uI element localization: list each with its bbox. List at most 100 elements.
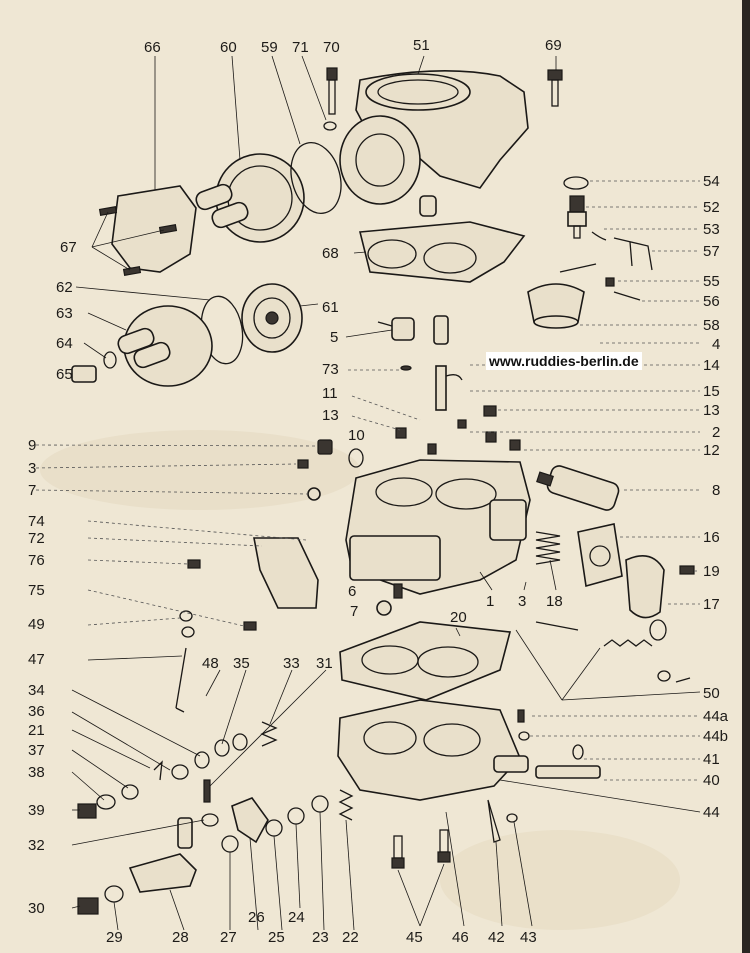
label-22: 22: [342, 929, 359, 946]
label-60: 60: [220, 39, 237, 56]
label-63: 63: [56, 305, 73, 322]
label-56: 56: [703, 293, 720, 310]
label-52: 52: [703, 199, 720, 216]
label-28: 28: [172, 929, 189, 946]
label-54: 54: [703, 173, 720, 190]
part-22-spring: [338, 789, 354, 821]
part-9-plug: [317, 439, 333, 455]
part-75-screws: [187, 559, 257, 631]
label-40: 40: [703, 772, 720, 789]
part-58-choke-cover: [527, 263, 597, 329]
part-68-gasket: [358, 221, 526, 283]
label-55: 55: [703, 273, 720, 290]
label-12: 12: [703, 442, 720, 459]
label-24: 24: [288, 909, 305, 926]
part-52-valve: [567, 195, 587, 239]
label-4: 4: [712, 336, 721, 353]
part-63-diaphragm-cover: [117, 305, 213, 387]
label-23: 23: [312, 929, 329, 946]
label-49: 49: [28, 616, 45, 633]
label-47: 47: [28, 651, 45, 668]
part-28-throttle-lever: [128, 817, 197, 893]
part-51-carburetor-top: [339, 70, 529, 217]
label-7-lower: 7: [350, 603, 359, 620]
label-64: 64: [56, 335, 73, 352]
label-32: 32: [28, 837, 45, 854]
label-3-left: 3: [28, 460, 37, 477]
label-27: 27: [220, 929, 237, 946]
label-9: 9: [28, 437, 37, 454]
label-5: 5: [330, 329, 339, 346]
label-44b: 44b: [703, 728, 729, 745]
part-33-spring: [260, 721, 278, 747]
part-small-screws: [395, 405, 521, 455]
label-13-right: 13: [703, 402, 720, 419]
label-71: 71: [292, 39, 309, 56]
label-57: 57: [703, 243, 720, 260]
label-68: 68: [322, 245, 339, 262]
part-53-clip: [591, 231, 607, 241]
part-20-gasket: [339, 621, 512, 701]
part-7-nut-lower: [376, 600, 392, 616]
part-1-carburetor-body: [345, 459, 531, 595]
part-64-washer: [103, 351, 117, 369]
part-49-washers: [179, 610, 195, 638]
part-18-spring: [535, 531, 561, 565]
part-10-washer: [348, 448, 364, 468]
label-70: 70: [323, 39, 340, 56]
part-14-pump-jet: [435, 365, 463, 411]
label-35: 35: [233, 655, 250, 672]
paper-stain: [40, 430, 680, 930]
label-17: 17: [703, 596, 720, 613]
label-59: 59: [261, 39, 278, 56]
part-19-screw: [679, 565, 695, 575]
part-44a-pin: [517, 709, 525, 723]
label-33: 33: [283, 655, 300, 672]
label-67: 67: [60, 239, 77, 256]
label-73: 73: [322, 361, 339, 378]
part-29-washer: [104, 885, 124, 903]
part-70-bolt: [326, 67, 338, 115]
label-62: 62: [56, 279, 73, 296]
label-53: 53: [703, 221, 720, 238]
label-2: 2: [712, 424, 721, 441]
label-18: 18: [546, 593, 563, 610]
part-washers-left: [77, 733, 329, 853]
part-30-nut: [77, 897, 99, 915]
label-69: 69: [545, 37, 562, 54]
part-66-diaphragm-gasket: [111, 185, 197, 273]
label-11: 11: [322, 385, 338, 402]
label-44a: 44a: [703, 708, 729, 725]
part-4-float-pin: [433, 315, 449, 345]
label-13-left: 13: [322, 407, 339, 424]
label-20: 20: [450, 609, 467, 626]
label-50: 50: [703, 685, 720, 702]
part-6-jet: [393, 583, 403, 599]
part-16-diaphragm: [577, 523, 623, 588]
part-45-screws: [391, 829, 451, 869]
part-43-washer: [506, 813, 518, 823]
part-69-screw: [547, 69, 563, 107]
part-73-ball: [400, 365, 412, 371]
label-29: 29: [106, 929, 123, 946]
part-71-washer: [323, 121, 337, 131]
label-36: 36: [28, 703, 45, 720]
part-54-ring: [563, 176, 589, 190]
label-74: 74: [28, 513, 45, 530]
label-3-lower: 3: [518, 593, 527, 610]
label-25: 25: [268, 929, 285, 946]
label-31: 31: [316, 655, 333, 672]
label-38: 38: [28, 764, 45, 781]
part-65-bolt: [71, 365, 97, 383]
part-7-nut: [307, 487, 321, 501]
label-43: 43: [520, 929, 537, 946]
label-16: 16: [703, 529, 720, 546]
part-42-mixture-screw: [487, 799, 501, 843]
label-37: 37: [28, 742, 45, 759]
label-51: 51: [413, 37, 430, 54]
part-60-diaphragm-housing: [195, 153, 305, 243]
part-44-throttle-body: [337, 699, 529, 801]
label-39: 39: [28, 802, 45, 819]
